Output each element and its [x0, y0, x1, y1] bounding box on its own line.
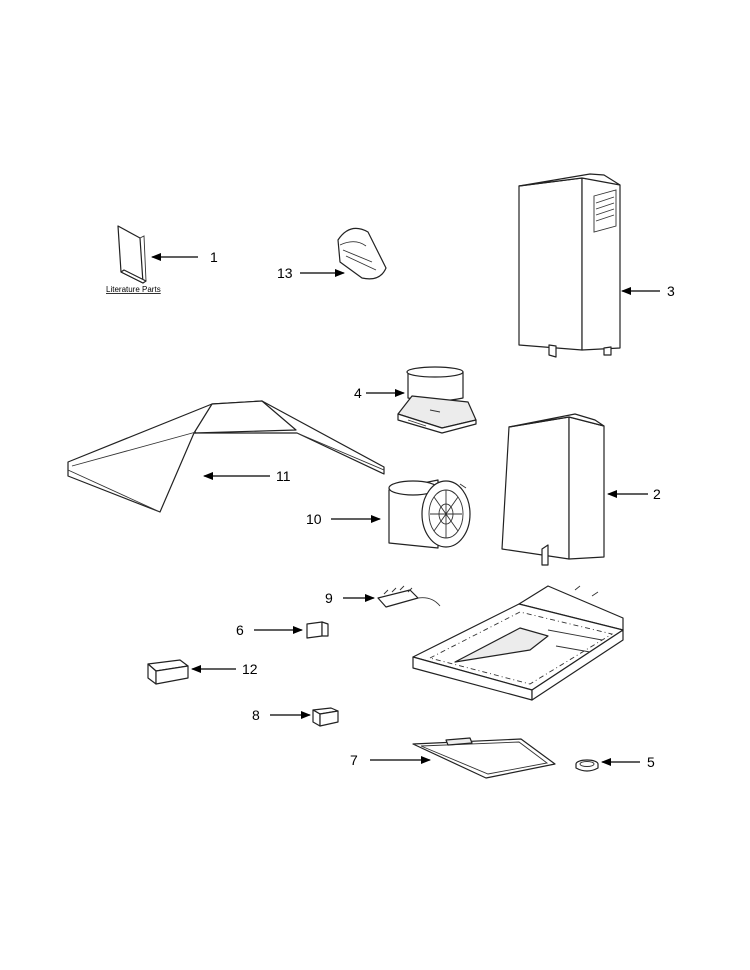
callout-8: 8 [252, 707, 260, 723]
callout-4: 4 [354, 385, 362, 401]
hood-body[interactable] [412, 585, 624, 701]
part-9-control-board[interactable] [377, 585, 441, 608]
part-12-led-driver[interactable] [147, 659, 189, 685]
part-2-lower-chimney-cover[interactable] [501, 413, 605, 566]
callout-2: 2 [653, 486, 661, 502]
part-1-literature-booklet[interactable] [117, 225, 147, 284]
callout-6: 6 [236, 622, 244, 638]
part-13-mounting-bracket[interactable] [337, 227, 387, 280]
part-6-switch[interactable] [306, 621, 329, 639]
part-10-blower-motor[interactable] [388, 479, 471, 549]
callout-12: 12 [242, 661, 258, 677]
part-3-upper-chimney-cover[interactable] [518, 173, 621, 358]
callout-1: 1 [210, 249, 218, 265]
callout-9: 9 [325, 590, 333, 606]
callout-3: 3 [667, 283, 675, 299]
callout-5: 5 [647, 754, 655, 770]
part-11-glass-canopy[interactable] [67, 400, 385, 513]
part-8-connector-box[interactable] [312, 707, 339, 727]
callout-11: 11 [276, 468, 291, 484]
part-5-lamp[interactable] [575, 759, 599, 772]
part-4-blower-housing[interactable] [397, 366, 477, 434]
callout-7: 7 [350, 752, 358, 768]
part-7-grease-filter[interactable] [412, 737, 556, 779]
literature-parts-label: Literature Parts [106, 285, 161, 294]
callout-13: 13 [277, 265, 293, 281]
callout-10: 10 [306, 511, 322, 527]
